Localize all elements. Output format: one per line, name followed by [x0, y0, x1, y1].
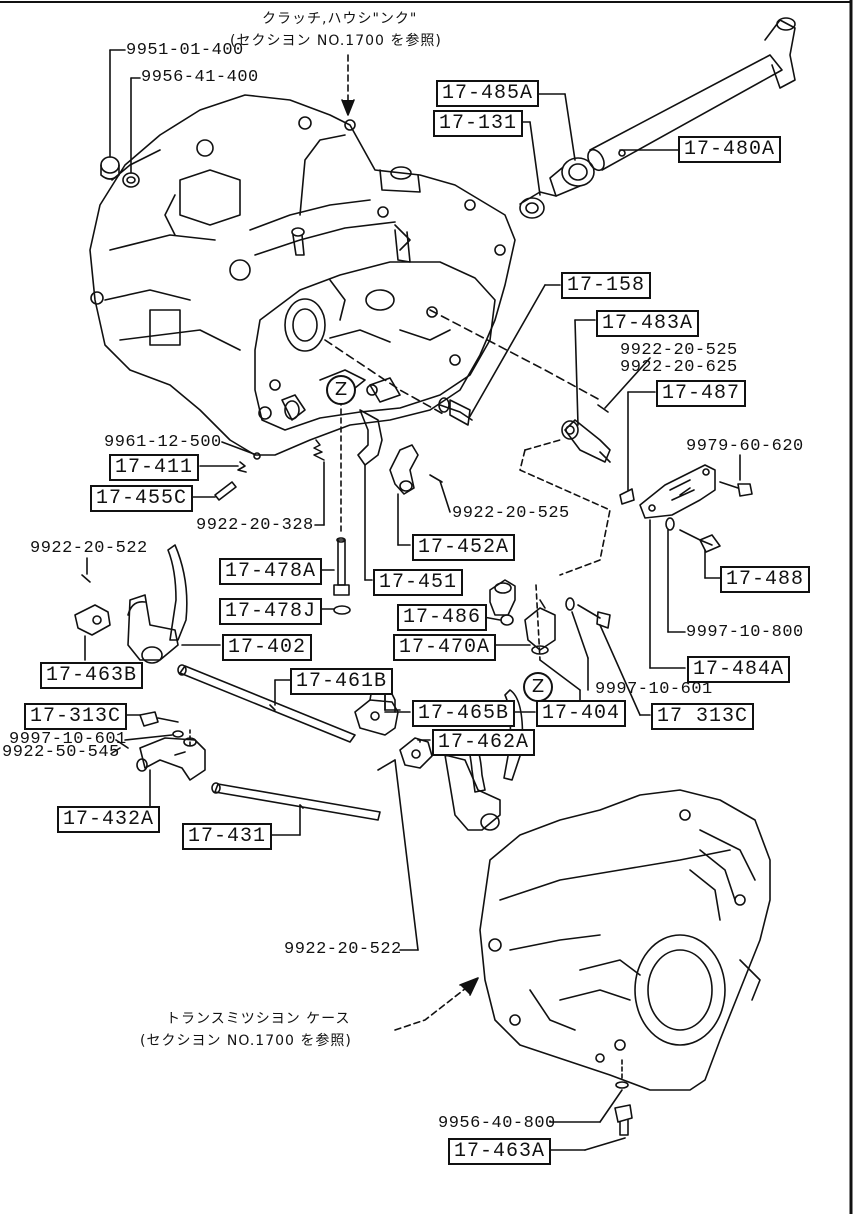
part-9922-20-625: 9922-20-625	[620, 358, 738, 377]
part-17-452A: 17-452A	[412, 534, 516, 561]
part-9997-10-800: 9997-10-800	[686, 623, 804, 642]
part-17-131: 17-131	[433, 110, 524, 137]
part-17-463A: 17-463A	[448, 1138, 552, 1165]
part-9922-20-328: 9922-20-328	[196, 516, 314, 535]
part-17-484A: 17-484A	[687, 656, 791, 683]
part-17-478A: 17-478A	[219, 558, 323, 585]
part-9922-20-522-a: 9922-20-522	[30, 539, 148, 558]
part-9922-20-525-b: 9922-20-525	[452, 504, 570, 523]
part-9997-10-601-b: 9997-10-601	[595, 680, 713, 699]
part-17-158: 17-158	[561, 272, 652, 299]
clutch-housing-drawing	[89, 94, 516, 456]
part-9922-50-545: 9922-50-545	[2, 743, 120, 762]
clutch-housing-note-line1: クラッチ,ハウシ"ンク"	[262, 11, 418, 27]
part-17-486: 17-486	[397, 604, 488, 631]
part-17-465B: 17-465B	[412, 700, 516, 727]
transmission-case-drawing	[479, 789, 771, 1091]
part-9997-10-601-a: 9997-10-601	[9, 730, 127, 749]
part-9956-41-400: 9956-41-400	[141, 68, 259, 87]
shift-fork-17-402-drawing	[127, 544, 221, 664]
part-17-478J: 17-478J	[219, 598, 323, 625]
part-17-404: 17-404	[536, 700, 627, 727]
part-9922-20-522-b: 9922-20-522	[284, 940, 402, 959]
part-17-483A: 17-483A	[596, 310, 700, 337]
part-17-488: 17-488	[720, 566, 811, 593]
trans-case-note-line2: (セクシヨン NO.1700 を参照)	[140, 1033, 352, 1049]
part-17-432A: 17-432A	[57, 806, 161, 833]
part-17-470A: 17-470A	[393, 634, 497, 661]
part-17-313C-right: 17 313C	[651, 703, 755, 730]
part-17-431: 17-431	[182, 823, 273, 850]
part-17-455C: 17-455C	[90, 485, 194, 512]
part-9956-40-800: 9956-40-800	[438, 1114, 556, 1133]
part-17-487: 17-487	[656, 380, 747, 407]
part-17-480A: 17-480A	[678, 136, 782, 163]
part-17-463B: 17-463B	[40, 662, 144, 689]
part-9951-01-400: 9951-01-400	[126, 41, 244, 60]
part-17-313C-left: 17-313C	[24, 703, 128, 730]
part-17-461B: 17-461B	[290, 668, 394, 695]
z-reference-bottom: Z	[523, 672, 553, 702]
part-17-411: 17-411	[109, 454, 200, 481]
part-17-462A: 17-462A	[432, 729, 536, 756]
part-9922-20-525-a: 9922-20-525	[620, 341, 738, 360]
part-17-451: 17-451	[373, 569, 464, 596]
z-reference-top: Z	[326, 375, 356, 405]
part-9979-60-620: 9979-60-620	[686, 437, 804, 456]
clutch-housing-note-line2: (セクシヨン NO.1700 を参照)	[230, 33, 442, 49]
part-17-485A: 17-485A	[436, 80, 540, 107]
part-17-402: 17-402	[222, 634, 313, 661]
part-9961-12-500: 9961-12-500	[104, 433, 222, 452]
trans-case-note-line1: トランスミツシヨン ケース	[166, 1011, 351, 1027]
